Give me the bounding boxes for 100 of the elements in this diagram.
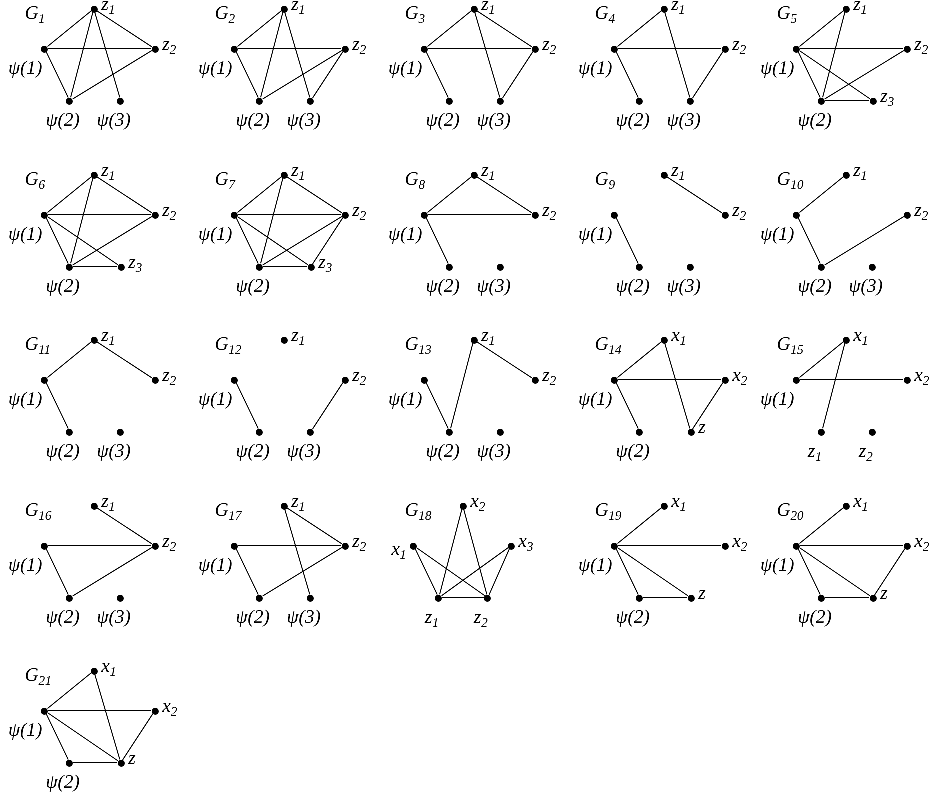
- vertex-label: ψ(3): [849, 276, 883, 296]
- vertex-label: ψ(1): [578, 556, 612, 576]
- vertex-label: ψ(1): [578, 224, 612, 244]
- vertex-label: z$_{1}$: [854, 0, 868, 15]
- graph-edge: [46, 52, 69, 98]
- graph-edge: [96, 507, 153, 545]
- graph-edge: [48, 710, 152, 712]
- vertex-label: ψ(1): [8, 224, 42, 244]
- graph-edge: [427, 176, 472, 214]
- vertex-label: z$_{2}$: [352, 35, 366, 55]
- graph-edge: [616, 218, 639, 264]
- graph-edge: [122, 713, 154, 761]
- vertex-label: z$_{3}$: [128, 253, 142, 273]
- graph-edge: [46, 382, 69, 430]
- graph-title: G$_{12}$: [215, 335, 242, 355]
- vertex-label: z$_{2}$: [162, 201, 176, 221]
- graph-edge: [263, 266, 308, 268]
- graph-edge: [463, 508, 488, 596]
- graph-title: G$_{15}$: [777, 335, 804, 355]
- vertex-label: z$_{1}$: [292, 161, 306, 181]
- vertex-label: ψ(2): [426, 442, 460, 462]
- vertex-label: z$_{1}$: [102, 161, 116, 181]
- graph-title: G$_{14}$: [595, 335, 622, 355]
- vertex-label: ψ(1): [760, 390, 794, 410]
- graph-edge: [260, 178, 284, 264]
- vertex-label: ψ(2): [46, 772, 80, 792]
- vertex-label: z$_{1}$: [854, 161, 868, 181]
- graph-title: G$_{7}$: [215, 170, 236, 190]
- graph-edge: [260, 12, 284, 98]
- vertex-label: ψ(3): [287, 608, 321, 628]
- graph-edge: [692, 51, 724, 99]
- graph-edge: [312, 382, 344, 430]
- graph-edge: [47, 176, 92, 214]
- graph-edge: [800, 48, 904, 50]
- graph-edge: [798, 548, 821, 596]
- vertex-label: z$_{2}$: [914, 201, 928, 221]
- vertex-label: z$_{2}$: [732, 201, 746, 221]
- graph-edge: [617, 342, 662, 378]
- vertex-label: ψ(2): [46, 442, 80, 462]
- vertex-label: ψ(2): [236, 110, 270, 130]
- graph-edge: [798, 218, 821, 264]
- vertex-label: x$_{1}$: [854, 492, 868, 512]
- graph-edge: [617, 10, 662, 48]
- graph-edge: [616, 548, 639, 596]
- vertex-label: z: [880, 584, 888, 604]
- vertex-label: ψ(1): [198, 556, 232, 576]
- vertex-label: ψ(1): [198, 224, 232, 244]
- vertex-label: z: [698, 418, 706, 438]
- vertex-label: z$_{3}$: [318, 253, 332, 273]
- graph-edge: [236, 382, 259, 430]
- graph-edge: [692, 382, 724, 430]
- graph-edge: [237, 176, 282, 214]
- graph-edge: [616, 52, 639, 98]
- graph-edge: [236, 218, 259, 264]
- vertex-label: x$_{2}$: [732, 532, 748, 552]
- vertex-label: z$_{2}$: [542, 366, 556, 386]
- graph-edge: [617, 508, 662, 544]
- graph-edge: [428, 214, 532, 216]
- vertex-label: ψ(1): [388, 58, 422, 78]
- vertex-label: ψ(1): [8, 58, 42, 78]
- graph-edge: [262, 547, 343, 597]
- graph-title: G$_{19}$: [595, 501, 622, 521]
- vertex-label: ψ(2): [616, 608, 650, 628]
- vertex-label: z$_{2}$: [352, 532, 366, 552]
- graph-edge: [666, 176, 723, 214]
- vertex-label: ψ(2): [46, 110, 80, 130]
- vertex-label: ψ(2): [616, 442, 650, 462]
- vertex-label: ψ(2): [46, 608, 80, 628]
- vertex-label: z$_{2}$: [542, 201, 556, 221]
- vertex-label: ψ(1): [760, 556, 794, 576]
- graph-edge: [96, 10, 153, 48]
- graph-edge: [72, 547, 153, 597]
- graph-edge: [94, 12, 121, 98]
- graph-edge: [47, 712, 119, 762]
- vertex-label: ψ(2): [798, 608, 832, 628]
- vertex-label: x$_{2}$: [732, 366, 748, 386]
- vertex-label: x$_{1}$: [102, 657, 116, 677]
- graph-title: G$_{3}$: [405, 4, 426, 24]
- graph-edge: [799, 176, 844, 214]
- graph-edge: [476, 10, 533, 48]
- graph-title: G$_{10}$: [777, 170, 804, 190]
- graph-edge: [70, 12, 94, 98]
- graph-title: G$_{6}$: [25, 170, 46, 190]
- graph-title: G$_{9}$: [595, 170, 616, 190]
- vertex-label: z$_{1}$: [425, 608, 439, 628]
- vertex-label: ψ(3): [477, 442, 511, 462]
- graph-edge: [47, 216, 119, 266]
- vertex-label: z$_{1}$: [672, 161, 686, 181]
- graph-edge: [428, 48, 532, 50]
- graph-edge: [312, 51, 344, 99]
- vertex-label: z$_{1}$: [292, 326, 306, 346]
- vertex-label: z$_{2}$: [474, 608, 488, 628]
- vertex-label: ψ(1): [198, 390, 232, 410]
- graph-edge: [237, 10, 282, 48]
- vertex-label: x$_{1}$: [854, 326, 868, 346]
- vertex-label: z$_{2}$: [732, 35, 746, 55]
- vertex-label: ψ(1): [8, 720, 42, 740]
- vertex-label: z$_{1}$: [482, 326, 496, 346]
- vertex-label: z$_{1}$: [102, 326, 116, 346]
- graph-edge: [476, 341, 533, 379]
